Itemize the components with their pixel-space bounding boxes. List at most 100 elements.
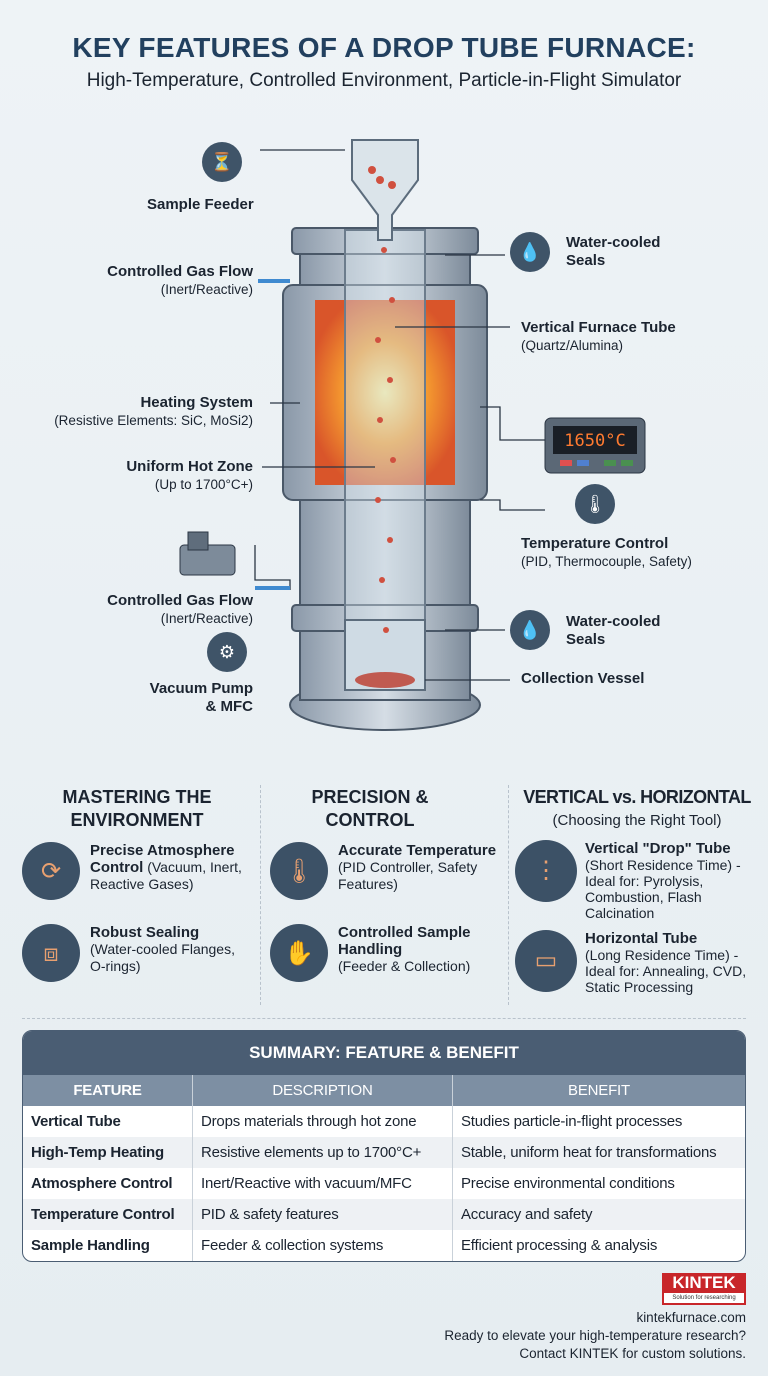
- seals-top-title: Water-cooled: [566, 234, 661, 251]
- gas-flow-bottom-sub: (Inert/Reactive): [160, 611, 253, 626]
- hot-zone-title: Uniform Hot Zone: [126, 458, 253, 475]
- label-collection-vessel: Collection Vessel: [521, 670, 645, 687]
- feature-desc: (PID Controller, Safety Features): [338, 859, 478, 892]
- water-drop-seal-icon: 💧: [510, 232, 550, 272]
- vacuum-title: Vacuum Pump: [149, 680, 253, 697]
- sample-feeder-hopper: [351, 139, 419, 241]
- feature-sealing: ⧈Robust Sealing(Water-cooled Flanges, O-…: [22, 924, 252, 982]
- tube-title: Vertical Furnace Tube: [521, 319, 676, 336]
- table-cell: Precise environmental conditions: [461, 1175, 675, 1192]
- leader-lines: [254, 149, 545, 681]
- feature-desc: (Vacuum, Inert, Reactive Gases): [90, 859, 242, 892]
- tube-sub: (Quartz/Alumina): [521, 338, 624, 353]
- atmosphere-cycle-icon: ⟳: [22, 842, 80, 900]
- logo-tagline: Solution for researching: [664, 1293, 744, 1303]
- feature-sample-handling: ✋ Controlled Sample Handling(Feeder & Col…: [270, 924, 505, 982]
- footer-cta-line2: Contact KINTEK for custom solutions.: [519, 1346, 746, 1361]
- table-cell: Sample Handling: [23, 1230, 193, 1261]
- table-cell: High-Temp Heating: [23, 1137, 193, 1168]
- seals-bottom-title: Water-cooled: [566, 613, 661, 630]
- label-temperature-control: Temperature Control (PID, Thermocouple, S…: [521, 535, 692, 571]
- table-cell: Accuracy and safety: [461, 1206, 593, 1223]
- feature-horizontal-tube: ▭ Horizontal Tube(Long Residence Time) - …: [515, 930, 763, 995]
- seals-top-sub: Seals: [566, 252, 606, 269]
- column-title: PRECISION & CONTROL: [311, 787, 429, 830]
- feature-title: Horizontal Tube: [585, 930, 698, 947]
- table-header-row: FEATURE DESCRIPTION BENEFIT: [23, 1075, 745, 1106]
- label-furnace-tube: Vertical Furnace Tube (Quartz/Alumina): [521, 319, 676, 355]
- label-gas-flow-bottom: Controlled Gas Flow (Inert/Reactive): [107, 592, 253, 628]
- hot-zone-sub: (Up to 1700°C+): [154, 477, 253, 492]
- vacuum-pump-graphic: [179, 531, 236, 576]
- page-subtitle: High-Temperature, Controlled Environment…: [86, 70, 682, 91]
- table-cell: Feeder & collection systems: [193, 1230, 453, 1261]
- column-divider: [260, 785, 261, 1005]
- table-cell: Temperature Control: [23, 1199, 193, 1230]
- thermometer-icon: 🌡: [575, 484, 615, 524]
- gas-flow-bottom-title: Controlled Gas Flow: [107, 592, 253, 609]
- feature-vertical-tube: ⋮ Vertical "Drop" Tube(Short Residence Ti…: [515, 840, 763, 921]
- label-vacuum-pump: Vacuum Pump& MFC: [150, 680, 253, 716]
- column-header: DESCRIPTION: [193, 1075, 453, 1106]
- feature-title: Controlled Sample Handling: [338, 924, 471, 958]
- temp-control-sub: (PID, Thermocouple, Safety): [521, 554, 692, 569]
- label-hot-zone: Uniform Hot Zone (Up to 1700°C+): [126, 458, 253, 494]
- vertical-tube-icon: ⋮: [515, 840, 577, 902]
- label-heating-system: Heating System (Resistive Elements: SiC, …: [54, 394, 253, 430]
- feature-title: Vertical "Drop" Tube: [585, 840, 731, 857]
- column-subtitle: (Choosing the Right Tool): [552, 812, 722, 829]
- heating-title: Heating System: [140, 394, 253, 411]
- summary-table: SUMMARY: FEATURE & BENEFIT FEATURE DESCR…: [22, 1030, 746, 1262]
- horizontal-tube-icon: ▭: [515, 930, 577, 992]
- table-cell: Atmosphere Control: [23, 1168, 193, 1199]
- feature-desc: (Short Residence Time) - Ideal for: Pyro…: [585, 857, 741, 921]
- vacuum-sub: & MFC: [205, 698, 254, 715]
- table-cell: Drops materials through hot zone: [193, 1106, 453, 1137]
- gas-flow-top-title: Controlled Gas Flow: [107, 263, 253, 280]
- table-cell: Stable, uniform heat for transformations: [461, 1144, 717, 1161]
- column-header: BENEFIT: [568, 1082, 630, 1099]
- table-cell: Studies particle-in-flight processes: [461, 1113, 683, 1130]
- furnace-tube: [344, 229, 426, 631]
- column-title: MASTERING THE ENVIRONMENT: [62, 787, 212, 830]
- falling-particles: [368, 166, 396, 633]
- temp-control-title: Temperature Control: [521, 535, 669, 552]
- display-screen: [553, 426, 637, 454]
- water-drop-seal-icon: 💧: [510, 610, 550, 650]
- table-cell: PID & safety features: [193, 1199, 453, 1230]
- table-cell: Resistive elements up to 1700°C+: [193, 1137, 453, 1168]
- furnace-diagram: 1650°C: [179, 139, 646, 731]
- feature-title: Precise Atmosphere Control: [90, 842, 235, 876]
- gas-flow-top-sub: (Inert/Reactive): [160, 282, 253, 297]
- thermometer-icon: 🌡: [270, 842, 328, 900]
- temperature-readout: 1650°C: [564, 431, 625, 451]
- hand-particles-icon: ✋: [270, 924, 328, 982]
- column-precision: PRECISION & CONTROL: [270, 784, 505, 832]
- feature-temperature: 🌡Accurate Temperature(PID Controller, Sa…: [270, 842, 505, 900]
- column-environment: MASTERING THE ENVIRONMENT: [22, 784, 252, 832]
- page-title: KEY FEATURES OF A DROP TUBE FURNACE:: [72, 32, 696, 63]
- feature-desc: (Long Residence Time) - Ideal for: Annea…: [585, 947, 747, 995]
- feature-desc: (Feeder & Collection): [338, 958, 471, 974]
- website-link[interactable]: kintekfurnace.com: [636, 1310, 746, 1325]
- column-vertical-horizontal: VERTICAL vs. HORIZONTAL (Choosing the Rig…: [512, 784, 762, 832]
- feature-title: Robust Sealing: [90, 924, 200, 941]
- column-title: VERTICAL vs. HORIZONTAL: [523, 787, 751, 807]
- display-buttons: [560, 460, 633, 466]
- column-header: FEATURE: [23, 1075, 193, 1106]
- footer-cta-line1: Ready to elevate your high-temperature r…: [444, 1328, 746, 1343]
- column-heading: VERTICAL vs. HORIZONTAL (Choosing the Rig…: [512, 784, 762, 832]
- collected-particles: [355, 672, 415, 688]
- table-title: SUMMARY: FEATURE & BENEFIT: [23, 1031, 745, 1075]
- table-cell: Efficient processing & analysis: [461, 1237, 658, 1254]
- heating-sub: (Resistive Elements: SiC, MoSi2): [54, 413, 253, 428]
